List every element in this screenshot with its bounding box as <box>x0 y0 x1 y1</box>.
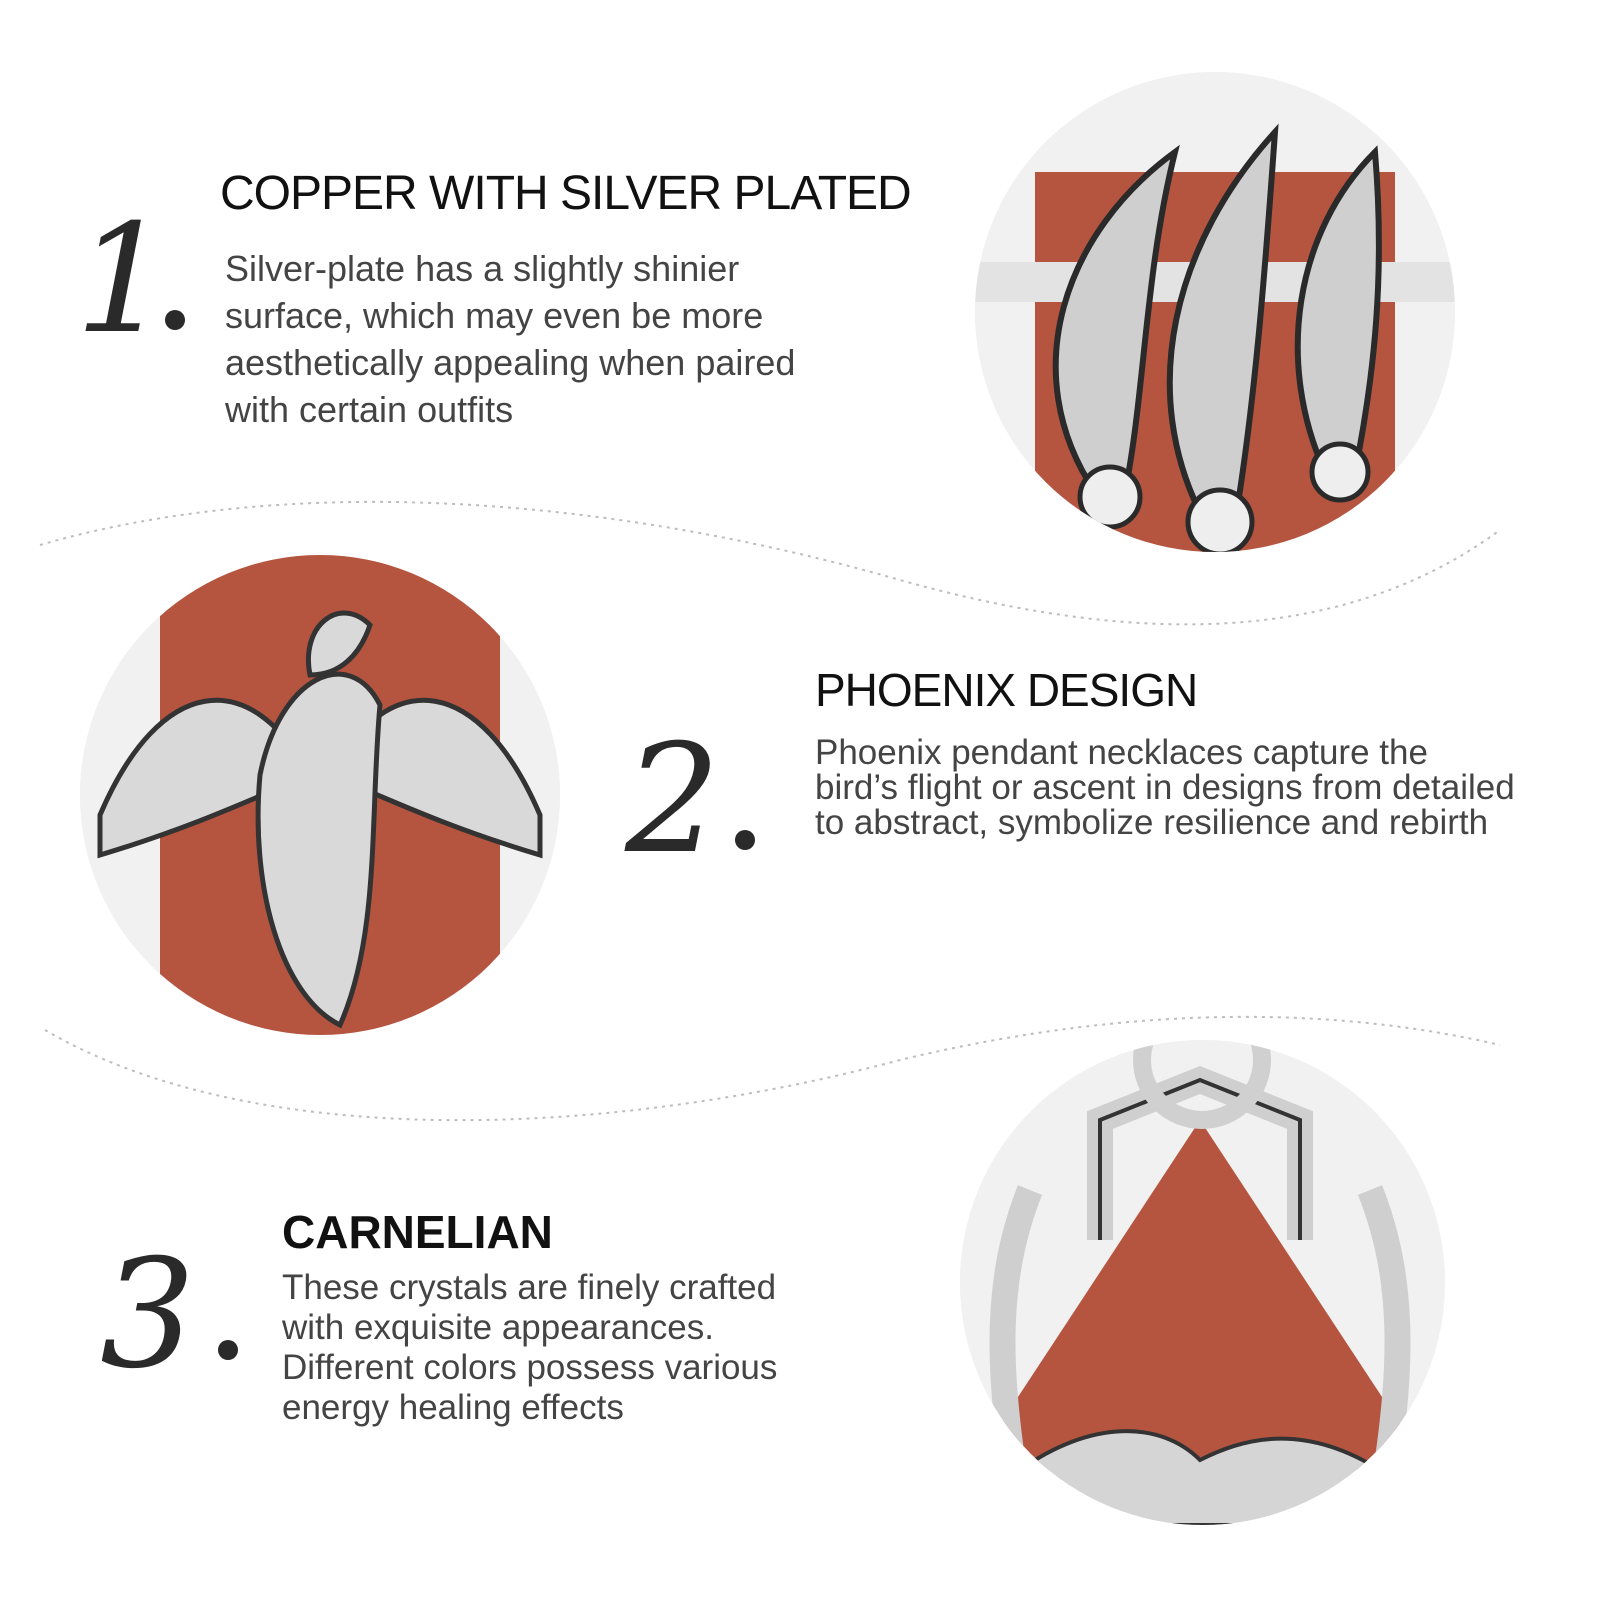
number-dot <box>735 830 755 850</box>
number-dot <box>165 310 185 330</box>
section-number-2: 2 <box>625 725 755 875</box>
section-number-1: 1 <box>75 205 185 355</box>
number-dot <box>218 1340 238 1360</box>
section-description-3: These crystals are finely crafted with e… <box>282 1268 778 1427</box>
carnelian-stone-image <box>960 1040 1445 1525</box>
section-description-1: Silver-plate has a slightly shinier surf… <box>225 248 796 430</box>
section-title-2: PHOENIX DESIGN <box>815 664 1198 716</box>
section-description-2: Phoenix pendant necklaces capture the bi… <box>815 733 1515 842</box>
feather-ring-image <box>975 72 1455 552</box>
section-title-3: CARNELIAN <box>282 1206 553 1258</box>
section-title-1: COPPER WITH SILVER PLATED <box>220 167 912 220</box>
section-number-3: 3 <box>100 1240 238 1390</box>
phoenix-pendant-image <box>80 555 560 1035</box>
